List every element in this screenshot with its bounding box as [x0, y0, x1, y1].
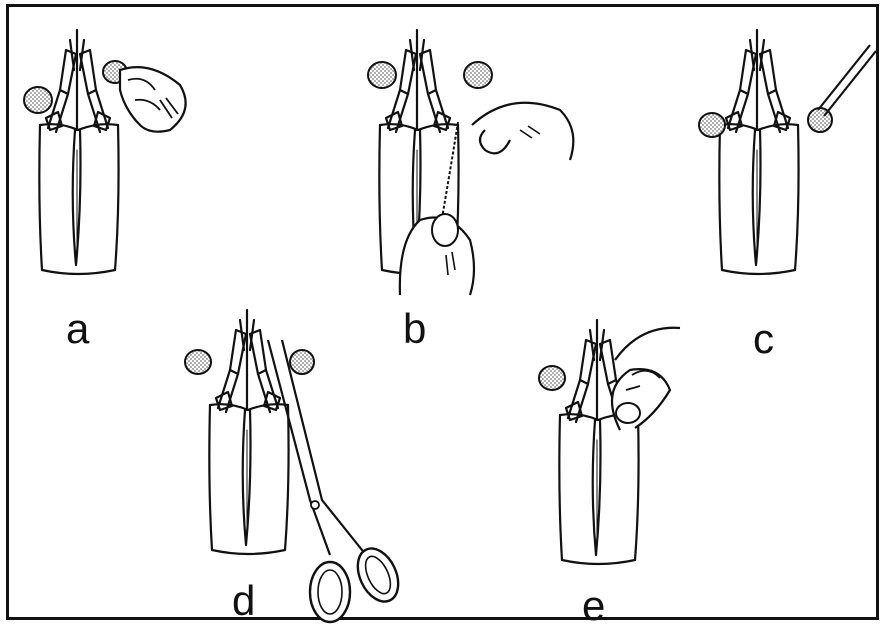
panel-e-label: e — [582, 585, 605, 627]
panel-c-drawing — [699, 30, 876, 274]
panel-c-label: c — [753, 318, 774, 360]
panel-e-drawing — [539, 320, 680, 564]
panel-b-drawing — [368, 30, 573, 295]
panel-b-label: b — [403, 308, 426, 350]
panel-d-label: d — [232, 580, 255, 622]
panel-a-drawing — [24, 30, 186, 274]
panel-a-label: a — [66, 308, 89, 350]
panel-d-drawing — [185, 310, 406, 622]
